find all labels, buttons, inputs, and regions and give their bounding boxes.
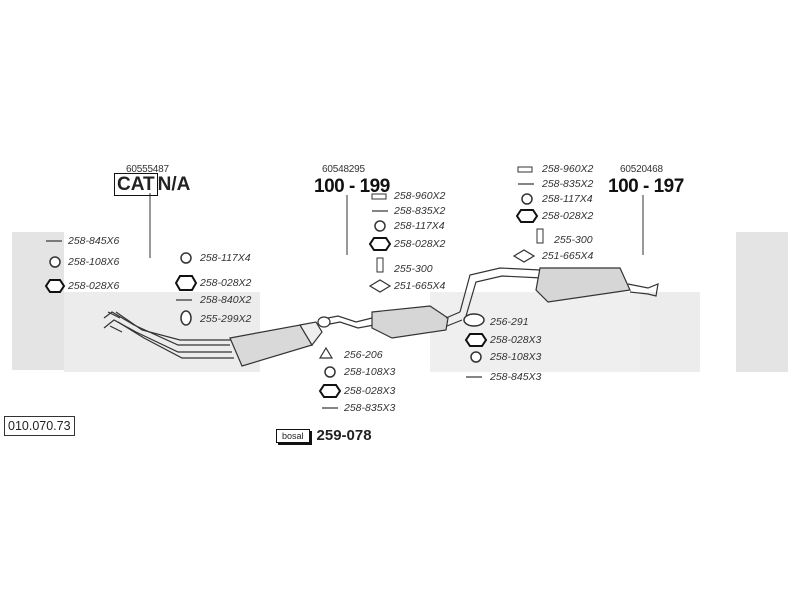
- right-lower-label-1: 256-291: [490, 316, 529, 328]
- right-label-6: 251-665X4: [542, 250, 594, 262]
- leftmid-label-1: 258-117X4: [200, 252, 251, 264]
- middle-silencer: [317, 305, 463, 339]
- center-label-2: 258-835X2: [394, 205, 446, 217]
- right-label-4: 258-028X2: [542, 210, 594, 222]
- rear-silencer: [459, 267, 659, 317]
- center-lower-label-2: 258-108X3: [344, 366, 396, 378]
- catalytic-converter: [229, 321, 323, 367]
- gasket-icon: [512, 249, 536, 263]
- bracket-icon: [536, 228, 544, 244]
- watermark-a: [640, 292, 700, 372]
- center-label-4: 258-028X2: [394, 238, 446, 250]
- right-range: 100 - 197: [608, 176, 684, 197]
- bracket-icon: [376, 257, 384, 273]
- center-lower-label-1: 256-206: [344, 349, 383, 361]
- clamp-icon: [371, 193, 387, 200]
- watermark-b-left: [12, 232, 64, 370]
- center-lower-label-4: 258-835X3: [344, 402, 396, 414]
- gasket-icon: [368, 279, 392, 293]
- nut-icon: [368, 237, 392, 251]
- exhaust-ring-icon: [463, 313, 485, 327]
- catalog-number: 259-078: [316, 427, 372, 444]
- center-part-number: 60548295: [322, 164, 365, 175]
- center-label-1: 258-960X2: [394, 190, 446, 202]
- left-label-1: 258-845X6: [68, 235, 120, 247]
- washer-icon: [49, 256, 61, 268]
- right-part-number: 60520468: [620, 164, 663, 175]
- right-lower-label-2: 258-028X3: [490, 334, 542, 346]
- right-label-2: 258-835X2: [542, 178, 594, 190]
- leftmid-label-4: 255-299X2: [200, 313, 252, 325]
- left-label-2: 258-108X6: [68, 256, 120, 268]
- catalog-reference: bosal 259-078: [276, 427, 372, 444]
- right-lower-label-3: 258-108X3: [490, 351, 542, 363]
- washer-icon: [180, 252, 192, 264]
- washer-icon: [374, 220, 386, 232]
- center-label-6: 251-665X4: [394, 280, 446, 292]
- leftmid-label-2: 258-028X2: [200, 277, 252, 289]
- watermark-o: [64, 292, 260, 372]
- left-label-3: 258-028X6: [68, 280, 120, 292]
- clamp-icon: [517, 166, 533, 173]
- right-label-5: 255-300: [554, 234, 593, 246]
- center-lower-label-3: 258-028X3: [344, 385, 396, 397]
- gasket-icon: [318, 346, 334, 359]
- bosal-logo: bosal: [276, 428, 310, 443]
- nut-icon: [44, 279, 66, 293]
- left-part-number: 60555487: [126, 164, 169, 175]
- right-lower-label-4: 258-845X3: [490, 371, 542, 383]
- watermark-s: [430, 292, 640, 372]
- nut-icon: [318, 384, 342, 398]
- washer-icon: [324, 366, 336, 378]
- diagram-reference: 010.070.73: [4, 416, 75, 436]
- center-label-5: 255-300: [394, 263, 433, 275]
- right-label-3: 258-117X4: [542, 193, 593, 205]
- nut-icon: [515, 209, 539, 223]
- leftmid-label-3: 258-840X2: [200, 294, 252, 306]
- washer-icon: [470, 351, 482, 363]
- front-manifold: [103, 311, 234, 359]
- washer-icon: [521, 193, 533, 205]
- nut-icon: [464, 333, 488, 347]
- right-label-1: 258-960X2: [542, 163, 594, 175]
- rubber-mount-icon: [180, 310, 192, 326]
- center-label-3: 258-117X4: [394, 220, 445, 232]
- nut-icon: [174, 275, 198, 291]
- watermark-l: [736, 232, 788, 372]
- center-range: 100 - 199: [314, 176, 390, 197]
